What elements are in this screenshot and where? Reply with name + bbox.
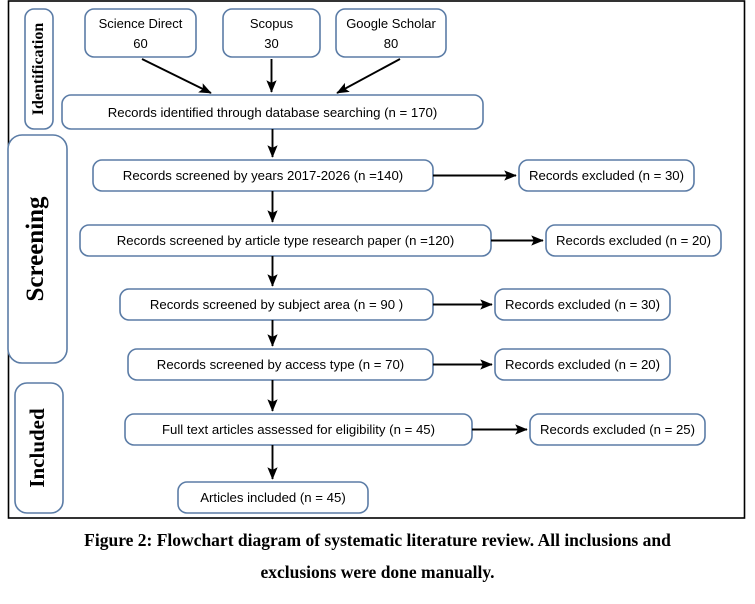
- stage-label-identification: Identification: [30, 23, 47, 116]
- stage-bracket-identification: Identification: [24, 8, 54, 130]
- flow-label-records-identified: Records identified through database sear…: [108, 105, 438, 120]
- flow-box-screened-article-type: Records screened by article type researc…: [79, 224, 492, 257]
- excluded-box-article-type: Records excluded (n = 20): [545, 224, 722, 257]
- flow-box-screened-access-type: Records screened by access type (n = 70): [127, 348, 434, 381]
- source-box-scopus-rect: [222, 8, 321, 58]
- source-count-google-scholar: 80: [384, 36, 398, 51]
- flow-box-articles-included: Articles included (n = 45): [177, 481, 369, 514]
- excluded-label-subject-area: Records excluded (n = 30): [505, 297, 660, 312]
- stage-bracket-screening-box: [7, 134, 68, 364]
- excluded-label-full-text: Records excluded (n = 25): [540, 422, 695, 437]
- excluded-box-subject-area: Records excluded (n = 30): [494, 288, 671, 321]
- arrow-science-direct-to-records: [141, 58, 212, 94]
- flow-box-screened-years: Records screened by years 2017-2026 (n =…: [92, 159, 434, 192]
- stage-bracket-screening: Screening: [7, 134, 68, 364]
- excluded-box-full-text: Records excluded (n = 25): [529, 413, 706, 446]
- flow-label-screened-access-type: Records screened by access type (n = 70): [157, 357, 404, 372]
- excluded-box-years: Records excluded (n = 30): [518, 159, 695, 192]
- source-name-scopus: Scopus: [250, 16, 294, 31]
- excluded-box-access-type-rect: [494, 348, 671, 381]
- source-box-google-scholar: Google Scholar 80: [335, 8, 447, 58]
- source-box-scopus: Scopus 30: [222, 8, 321, 58]
- excluded-label-access-type: Records excluded (n = 20): [505, 357, 660, 372]
- excluded-box-years-rect: [518, 159, 695, 192]
- excluded-label-article-type: Records excluded (n = 20): [556, 233, 711, 248]
- stage-bracket-identification-box: [24, 8, 54, 130]
- source-name-science-direct: Science Direct: [99, 16, 183, 31]
- source-box-google-scholar-rect: [335, 8, 447, 58]
- flow-label-screened-article-type: Records screened by article type researc…: [117, 233, 455, 248]
- flow-box-records-identified: Records identified through database sear…: [61, 94, 484, 130]
- source-count-scopus: 30: [264, 36, 278, 51]
- flow-label-screened-subject-area: Records screened by subject area (n = 90…: [150, 297, 403, 312]
- flow-box-screened-subject-area: Records screened by subject area (n = 90…: [119, 288, 434, 321]
- flow-label-screened-years: Records screened by years 2017-2026 (n =…: [123, 168, 403, 183]
- excluded-box-article-type-rect: [545, 224, 722, 257]
- source-count-science-direct: 60: [133, 36, 147, 51]
- flow-box-full-text-eligibility: Full text articles assessed for eligibil…: [124, 413, 473, 446]
- excluded-box-full-text-rect: [529, 413, 706, 446]
- arrow-google-scholar-to-records: [336, 58, 401, 94]
- source-box-science-direct: Science Direct 60: [84, 8, 197, 58]
- source-name-google-scholar: Google Scholar: [346, 16, 436, 31]
- source-box-science-direct-rect: [84, 8, 197, 58]
- stage-bracket-included: Included: [14, 382, 64, 514]
- stage-label-screening: Screening: [22, 196, 49, 302]
- figure-caption-line-2: exclusions were done manually.: [260, 562, 495, 583]
- flow-box-articles-included-rect: [177, 481, 369, 514]
- flow-label-articles-included: Articles included (n = 45): [200, 490, 346, 505]
- figure-caption: Figure 2: Flowchart diagram of systemati…: [0, 524, 755, 589]
- excluded-label-years: Records excluded (n = 30): [529, 168, 684, 183]
- excluded-box-subject-area-rect: [494, 288, 671, 321]
- excluded-box-access-type: Records excluded (n = 20): [494, 348, 671, 381]
- stage-bracket-included-box: [14, 382, 64, 514]
- stage-label-included: Included: [25, 408, 49, 488]
- figure-caption-line-1: Figure 2: Flowchart diagram of systemati…: [84, 530, 671, 550]
- flow-label-full-text-eligibility: Full text articles assessed for eligibil…: [162, 422, 435, 437]
